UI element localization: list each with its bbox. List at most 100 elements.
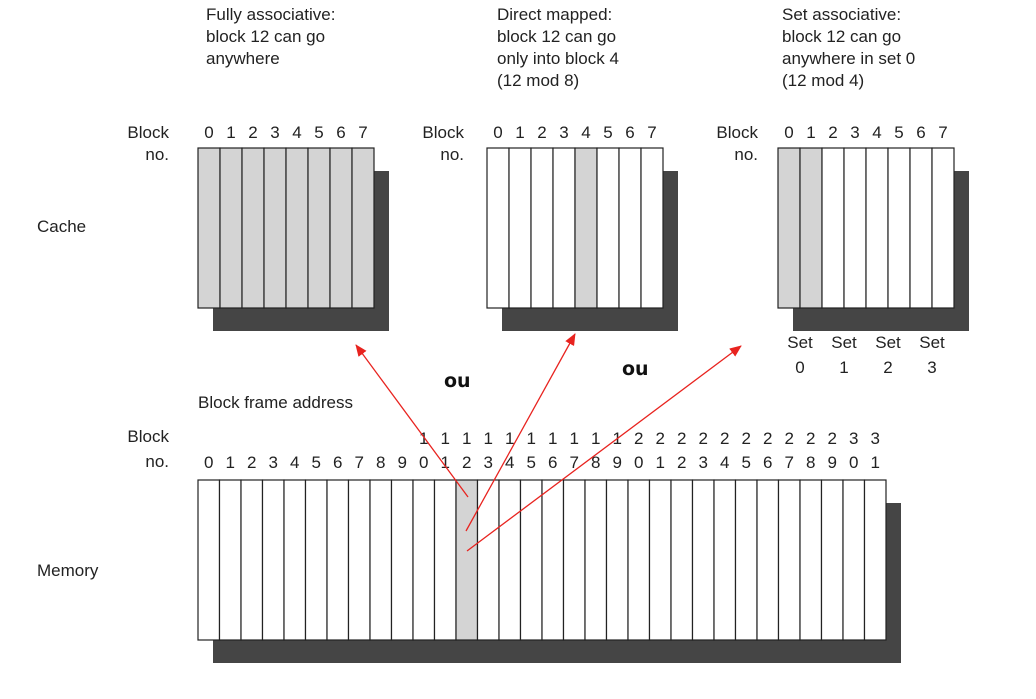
fa-cache-block-number-1: 1 (226, 123, 235, 142)
memory-block-ones-30: 0 (849, 453, 858, 472)
memory-block-9 (390, 479, 414, 641)
set-label-0-number: 0 (795, 358, 804, 377)
dm-cache-block-number-7: 7 (647, 123, 656, 142)
sa-cache-block-6 (909, 147, 933, 309)
memory-block-16 (541, 479, 565, 641)
fa-cache-block-0 (197, 147, 221, 309)
memory-block-ones-29: 9 (828, 453, 837, 472)
sa-cache-block-number-2: 2 (828, 123, 837, 142)
memory-block-ones-26: 6 (763, 453, 772, 472)
block-frame-address-label: Block frame address (198, 393, 353, 412)
memory-block-ones-10: 0 (419, 453, 428, 472)
memory-block-tens-13: 1 (484, 429, 493, 448)
memory-block-30 (842, 479, 866, 641)
memory-block-27 (777, 479, 801, 641)
set-label-2-number: 2 (883, 358, 892, 377)
memory-block-18 (584, 479, 608, 641)
memory-block-5 (304, 479, 328, 641)
memory-block-24 (713, 479, 737, 641)
sa-cache-block-number-1: 1 (806, 123, 815, 142)
dm-cache-block-7 (640, 147, 664, 309)
memory-block-ones-13: 3 (484, 453, 493, 472)
memory-block-ones-27: 7 (785, 453, 794, 472)
sa-cache-block-number-5: 5 (894, 123, 903, 142)
memory-block-tens-17: 1 (570, 429, 579, 448)
memory-block-ones-11: 1 (441, 453, 450, 472)
memory-block-ones-2: 2 (247, 453, 256, 472)
memory-block-tens-15: 1 (527, 429, 536, 448)
fa-cache-block-7 (351, 147, 375, 309)
memory-block-29 (820, 479, 844, 641)
set-label-3-top: Set (919, 333, 945, 352)
memory-block-21 (648, 479, 672, 641)
fa-cache-block-6 (329, 147, 353, 309)
fa-cache-block-number-5: 5 (314, 123, 323, 142)
memory-block-ones-0: 0 (204, 453, 213, 472)
memory-block-ones-14: 4 (505, 453, 514, 472)
dm-cache-block-4 (574, 147, 598, 309)
memory-block-tens-25: 2 (742, 429, 751, 448)
memory-block-ones-18: 8 (591, 453, 600, 472)
memory-block-tens-23: 2 (699, 429, 708, 448)
memory-block-19 (605, 479, 629, 641)
memory-block-ones-16: 6 (548, 453, 557, 472)
mapping-arrows (355, 333, 742, 552)
fa-cache-block-number-4: 4 (292, 123, 301, 142)
memory-block-tens-14: 1 (505, 429, 514, 448)
memory-block-ones-7: 7 (355, 453, 364, 472)
sa-cache-block-number-4: 4 (872, 123, 881, 142)
dm-cache-block-5 (596, 147, 620, 309)
cache-block-label-fa: Block (127, 123, 169, 142)
dm-cache-block-2 (530, 147, 554, 309)
memory-no-label: no. (145, 452, 169, 471)
memory-block-17 (562, 479, 586, 641)
cache-block-label-dm: Block (422, 123, 464, 142)
memory-block-ones-23: 3 (699, 453, 708, 472)
fa-cache-block-4 (285, 147, 309, 309)
memory-block-tens-20: 2 (634, 429, 643, 448)
arrow-to-direct-mapped (465, 333, 576, 532)
sa-cache-block-0 (777, 147, 801, 309)
memory-block-11 (433, 479, 457, 641)
memory-block-tens-26: 2 (763, 429, 772, 448)
memory-block-tens-16: 1 (548, 429, 557, 448)
dm-cache-block-0 (486, 147, 510, 309)
memory-block-ones-5: 5 (312, 453, 321, 472)
memory-block-tens-18: 1 (591, 429, 600, 448)
memory-block-3 (261, 479, 285, 641)
sa-cache-block-7 (931, 147, 955, 309)
fa-cache-block-3 (263, 147, 287, 309)
fa-cache-block-number-6: 6 (336, 123, 345, 142)
memory-block-ones-24: 4 (720, 453, 729, 472)
dm-cache-block-number-6: 6 (625, 123, 634, 142)
memory-block-tens-22: 2 (677, 429, 686, 448)
dm-cache-block-number-2: 2 (537, 123, 546, 142)
fully-associative-heading: Fully associative: block 12 can go anywh… (206, 5, 336, 68)
sa-cache-block-number-0: 0 (784, 123, 793, 142)
memory-block-10 (412, 479, 436, 641)
memory-block-ones-3: 3 (269, 453, 278, 472)
memory-block-ones-6: 6 (333, 453, 342, 472)
fa-cache-block-number-0: 0 (204, 123, 213, 142)
cache-no-label-sa: no. (734, 145, 758, 164)
memory-block-25 (734, 479, 758, 641)
memory-block-ones-1: 1 (226, 453, 235, 472)
memory-block-0 (197, 479, 221, 641)
memory-block-tens-31: 3 (871, 429, 880, 448)
memory-block-ones-15: 5 (527, 453, 536, 472)
dm-cache-block-number-4: 4 (581, 123, 590, 142)
memory-block-4 (283, 479, 307, 641)
dm-cache-block-1 (508, 147, 532, 309)
memory-block-ones-28: 8 (806, 453, 815, 472)
or-label-2: ou (622, 358, 649, 380)
sa-cache-block-3 (843, 147, 867, 309)
fa-cache-block-number-3: 3 (270, 123, 279, 142)
set-label-3-number: 3 (927, 358, 936, 377)
memory-block-tens-28: 2 (806, 429, 815, 448)
memory-block-ones-12: 2 (462, 453, 471, 472)
arrow-to-set-associative (466, 345, 742, 552)
